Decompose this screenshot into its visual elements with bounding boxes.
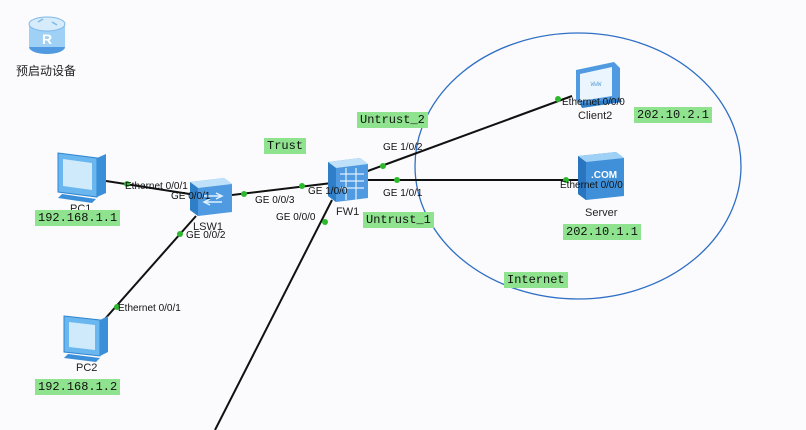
port-lsw-ge002: GE 0/0/2	[186, 230, 226, 241]
link-lsw1-fw1[interactable]	[231, 182, 333, 196]
router-icon[interactable]: R	[28, 16, 66, 54]
fw1-firewall-icon[interactable]	[328, 158, 368, 202]
port-server-eth: Ethernet 0/0/0	[560, 180, 623, 191]
fw1-name: FW1	[336, 206, 360, 218]
zone-trust-tag: Trust	[264, 138, 307, 154]
link-endpoints	[114, 96, 569, 310]
port-lsw-ge001: GE 0/0/1	[171, 191, 211, 202]
port-pc2-eth: Ethernet 0/0/1	[118, 303, 181, 314]
link-fw1-client2[interactable]	[364, 95, 573, 173]
zone-untrust1-tag: Untrust_1	[363, 212, 434, 228]
lsw1-switch-icon[interactable]	[190, 178, 232, 216]
svg-text:WWW: WWW	[591, 81, 602, 88]
lsw1-name: LSW1	[193, 221, 223, 233]
svg-text:.COM: .COM	[591, 170, 617, 181]
pc2-ip-tag: 192.168.1.2	[35, 379, 121, 395]
port-fw-ge102: GE 1/0/2	[383, 142, 423, 153]
port-fw-ge100: GE 1/0/0	[308, 186, 348, 197]
port-fw-ge000: GE 0/0/0	[276, 212, 316, 223]
svg-text:R: R	[42, 31, 52, 47]
client2-ip-tag: 202.10.2.1	[634, 107, 713, 123]
server-ip-tag: 202.10.1.1	[563, 224, 642, 240]
zone-internet-tag: Internet	[504, 272, 568, 288]
port-lsw-ge003: GE 0/0/3	[255, 195, 295, 206]
server-icon[interactable]: .COM	[578, 152, 624, 200]
client2-name: Client2	[578, 110, 613, 122]
link-pc1-lsw1[interactable]	[105, 180, 197, 196]
pc1-ip-tag: 192.168.1.1	[35, 210, 121, 226]
port-pc1-eth: Ethernet 0/0/1	[125, 181, 188, 192]
start-device-label[interactable]: 预启动设备	[16, 64, 77, 78]
port-fw-ge101: GE 1/0/1	[383, 188, 423, 199]
server-name: Server	[585, 207, 618, 219]
zone-untrust2-tag: Untrust_2	[357, 112, 428, 128]
internet-zone-outline	[414, 32, 742, 300]
pc2-icon[interactable]	[63, 315, 108, 362]
link-fw1-down[interactable]	[214, 199, 333, 430]
client2-icon[interactable]: WWW	[576, 62, 622, 108]
pc1-icon[interactable]	[57, 152, 106, 203]
port-client-eth: Ethernet 0/0/0	[562, 97, 625, 108]
pc2-name: PC2	[76, 362, 98, 374]
